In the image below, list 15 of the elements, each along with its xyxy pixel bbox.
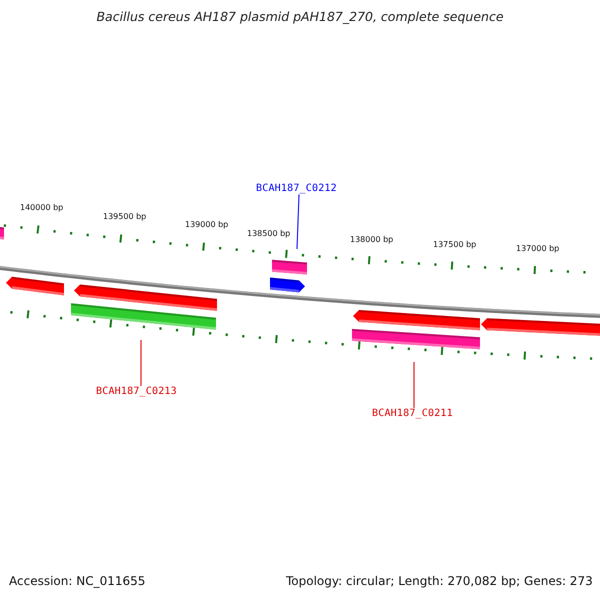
tick-label: 139000 bp — [185, 220, 228, 230]
title: Bacillus cereus AH187 plasmid pAH187_270, complete sequence — [95, 10, 505, 24]
tick-label: 140000 bp — [20, 203, 64, 212]
tick-label: 138500 bp — [247, 229, 290, 238]
gene-label: BCAH187_C0211 — [372, 408, 453, 420]
tick-label: 137500 bp — [433, 240, 476, 250]
tick-label: 138000 bp — [350, 235, 394, 244]
tick-label: 139500 bp — [103, 212, 146, 222]
accession-text: Accession: NC_011655 — [9, 575, 146, 589]
gene-label: BCAH187_C0212 — [256, 183, 337, 194]
tick-label: 137000 bp — [516, 244, 560, 254]
leader-line — [140, 340, 142, 386]
leader-line — [296, 194, 300, 250]
gene-label: BCAH187_C0213 — [96, 386, 177, 398]
topology-summary: Topology: circular; Length: 270,082 bp; Genes: 273 — [286, 575, 593, 589]
